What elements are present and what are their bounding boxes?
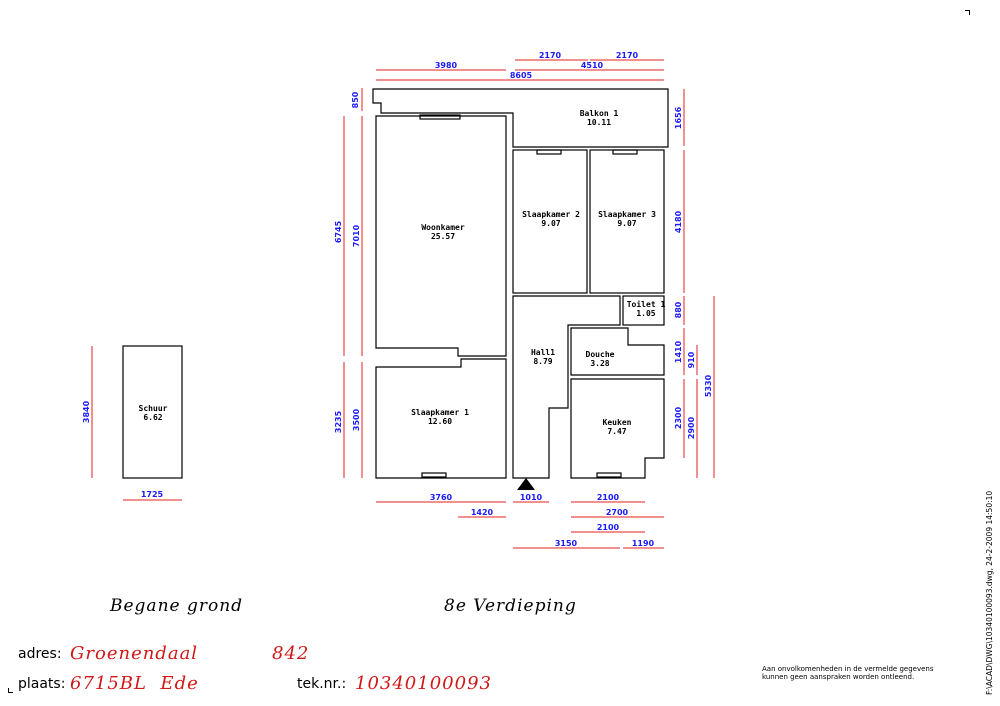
- dim-top-2170-a: 2170: [539, 51, 562, 60]
- room-douche-area: 3.28: [590, 359, 609, 368]
- dim-right-4180: 4180: [674, 210, 683, 233]
- room-toilet-area: 1.05: [636, 309, 655, 318]
- toilet-outline: [622, 295, 665, 326]
- dim-bottom-2700: 2700: [606, 508, 629, 517]
- room-hall-name: Hall1: [531, 348, 555, 357]
- corner-mark-top-right: [965, 10, 970, 15]
- room-slaapkamer-2-area: 9.07: [541, 219, 560, 228]
- dim-bottom-1010: 1010: [520, 493, 543, 502]
- floor-label-ground: Begane grond: [110, 596, 244, 616]
- adres-label: adres:: [18, 646, 62, 662]
- dim-schuur-3840: 3840: [82, 400, 91, 423]
- dim-schuur-1725: 1725: [141, 490, 164, 499]
- floor-label-upper: 8e Verdieping: [444, 596, 577, 616]
- room-keuken-name: Keuken: [603, 418, 632, 427]
- dim-bottom-1420: 1420: [471, 508, 494, 517]
- room-slaapkamer-2-name: Slaapkamer 2: [522, 210, 580, 219]
- room-toilet-name: Toilet 1: [627, 299, 666, 309]
- room-slaapkamer-1-name: Slaapkamer 1: [411, 408, 469, 417]
- slaapkamer-2-window: [536, 149, 562, 155]
- room-slaapkamer-3-name: Slaapkamer 3: [598, 210, 656, 219]
- slaapkamer-3-window: [612, 149, 638, 155]
- dim-right-1410: 1410: [674, 340, 683, 363]
- dim-right-2900: 2900: [687, 416, 696, 439]
- dim-bottom-2100-a: 2100: [597, 493, 620, 502]
- room-woonkamer-name: Woonkamer: [421, 223, 465, 232]
- file-path-text: F:\ACAD\DWG\10340100093.dwg, 24-2-2009 1…: [985, 490, 994, 695]
- slaapkamer-1-window: [421, 472, 447, 478]
- slaapkamer-1-outline: [375, 358, 507, 479]
- teknr-value: 10340100093: [355, 673, 492, 694]
- dim-right-880: 880: [674, 301, 683, 318]
- room-slaapkamer-1-area: 12.60: [428, 417, 452, 426]
- room-woonkamer-area: 25.57: [431, 232, 455, 241]
- dim-left-3235: 3235: [334, 410, 343, 433]
- schuur-outline: [122, 345, 183, 479]
- keuken-window: [596, 472, 622, 478]
- dim-right-910: 910: [687, 351, 696, 368]
- room-balkon-area: 10.11: [587, 118, 611, 127]
- dim-left-850: 850: [351, 91, 360, 108]
- dim-bottom-3150: 3150: [555, 539, 578, 548]
- dim-left-6745: 6745: [334, 220, 343, 243]
- dim-top-8605: 8605: [510, 71, 533, 80]
- corner-mark-bottom-left: [8, 688, 13, 693]
- balkon-outline: [372, 88, 669, 148]
- dim-right-5330: 5330: [704, 374, 713, 397]
- douche-outline: [570, 327, 665, 376]
- dim-right-2300: 2300: [674, 406, 683, 429]
- room-keuken-area: 7.47: [607, 427, 626, 436]
- dim-bottom-2100-b: 2100: [597, 523, 620, 532]
- woonkamer-outline: [375, 115, 507, 357]
- teknr-label: tek.nr.:: [297, 676, 347, 692]
- dim-top-3980: 3980: [435, 61, 458, 70]
- dim-left-3500: 3500: [352, 408, 361, 431]
- room-hall-area: 8.79: [533, 357, 552, 366]
- dim-right-1656: 1656: [674, 106, 683, 129]
- entrance-arrow-icon: [517, 478, 535, 490]
- dimension-lines: [91, 59, 715, 549]
- room-slaapkamer-3-area: 9.07: [617, 219, 636, 228]
- dim-bottom-1190: 1190: [632, 539, 655, 548]
- room-schuur-area: 6.62: [143, 413, 162, 422]
- dim-left-7010: 7010: [352, 224, 361, 247]
- room-douche-name: Douche: [586, 350, 615, 359]
- dim-bottom-3760: 3760: [430, 493, 453, 502]
- room-schuur-name: Schuur: [139, 404, 168, 413]
- house-number-value: 842: [272, 643, 310, 664]
- disclaimer-line-2: kunnen geen aanspraken worden ontleend.: [762, 673, 915, 681]
- plaats-value: 6715BL Ede: [70, 673, 199, 694]
- disclaimer-line-1: Aan onvolkomenheden in de vermelde gegev…: [762, 665, 934, 673]
- plaats-label: plaats:: [18, 676, 66, 692]
- woonkamer-window: [419, 114, 461, 120]
- dim-top-2170-b: 2170: [616, 51, 639, 60]
- keuken-outline: [570, 378, 665, 479]
- hall-outline: [512, 295, 621, 479]
- room-balkon-name: Balkon 1: [580, 109, 619, 118]
- adres-value: Groenendaal: [70, 643, 199, 664]
- dim-top-4510: 4510: [581, 61, 604, 70]
- disclaimer-text: Aan onvolkomenheden in de vermelde gegev…: [762, 665, 962, 681]
